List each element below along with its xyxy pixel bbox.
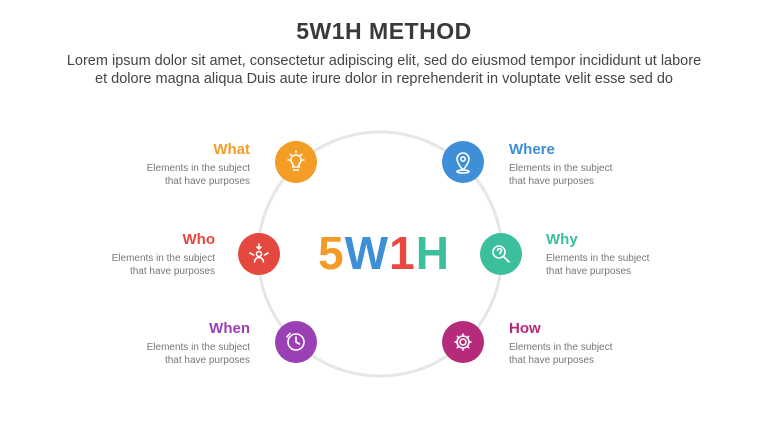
how-label: How Elements in the subject that have pu…	[509, 320, 679, 367]
diagram-subtitle: Lorem ipsum dolor sit amet, consectetur …	[24, 52, 744, 88]
what-title: What	[213, 141, 250, 158]
where-desc-line-2: that have purposes	[509, 176, 595, 187]
what-description: Elements in the subject that have purpos…	[80, 162, 250, 188]
when-description: Elements in the subject that have purpos…	[80, 341, 250, 367]
what-desc-line-1: Elements in the subject	[146, 163, 250, 174]
why-label: Why Elements in the subject that have pu…	[546, 231, 716, 278]
how-desc-line-1: Elements in the subject	[509, 342, 613, 353]
subtitle-line-2: et dolore magna aliqua Duis aute irure d…	[95, 71, 673, 87]
when-desc-line-1: Elements in the subject	[146, 342, 250, 353]
what-node	[275, 141, 317, 183]
center-letter-1: 1	[389, 227, 416, 279]
where-desc-line-1: Elements in the subject	[509, 163, 613, 174]
center-letter-w: W	[344, 227, 390, 279]
where-node	[442, 141, 484, 183]
when-title: When	[209, 320, 250, 337]
why-node	[480, 233, 522, 275]
how-desc-line-2: that have purposes	[509, 355, 595, 366]
how-title: How	[509, 320, 541, 337]
when-node	[275, 321, 317, 363]
when-label: When Elements in the subject that have p…	[80, 320, 250, 367]
why-title: Why	[546, 231, 578, 248]
center-letter-5: 5	[318, 227, 345, 279]
location-pin-icon	[456, 152, 470, 174]
magnifier-icon	[492, 245, 510, 263]
center-5w1h-text: 5W1H	[284, 225, 484, 281]
center-letter-h: H	[415, 227, 450, 279]
who-desc-line-1: Elements in the subject	[111, 253, 215, 264]
diagram-title: 5W1H METHOD	[296, 18, 472, 44]
who-description: Elements in the subject that have purpos…	[45, 252, 215, 278]
why-description: Elements in the subject that have purpos…	[546, 252, 716, 278]
clock-icon	[286, 332, 305, 351]
who-desc-line-2: that have purposes	[129, 266, 215, 277]
how-description: Elements in the subject that have purpos…	[509, 341, 679, 367]
subtitle-line-1: Lorem ipsum dolor sit amet, consectetur …	[66, 53, 702, 69]
how-node	[442, 321, 484, 363]
who-node	[238, 233, 280, 275]
who-title: Who	[182, 231, 215, 248]
person-icon	[249, 243, 269, 263]
what-desc-line-2: that have purposes	[164, 176, 250, 187]
why-desc-line-2: that have purposes	[546, 266, 632, 277]
lightbulb-icon	[287, 150, 305, 171]
gear-icon	[454, 333, 472, 351]
where-label: Where Elements in the subject that have …	[509, 141, 679, 188]
why-desc-line-1: Elements in the subject	[546, 253, 650, 264]
when-desc-line-2: that have purposes	[164, 355, 250, 366]
what-label: What Elements in the subject that have p…	[80, 141, 250, 188]
who-label: Who Elements in the subject that have pu…	[45, 231, 215, 278]
where-title: Where	[509, 141, 555, 158]
where-description: Elements in the subject that have purpos…	[509, 162, 679, 188]
